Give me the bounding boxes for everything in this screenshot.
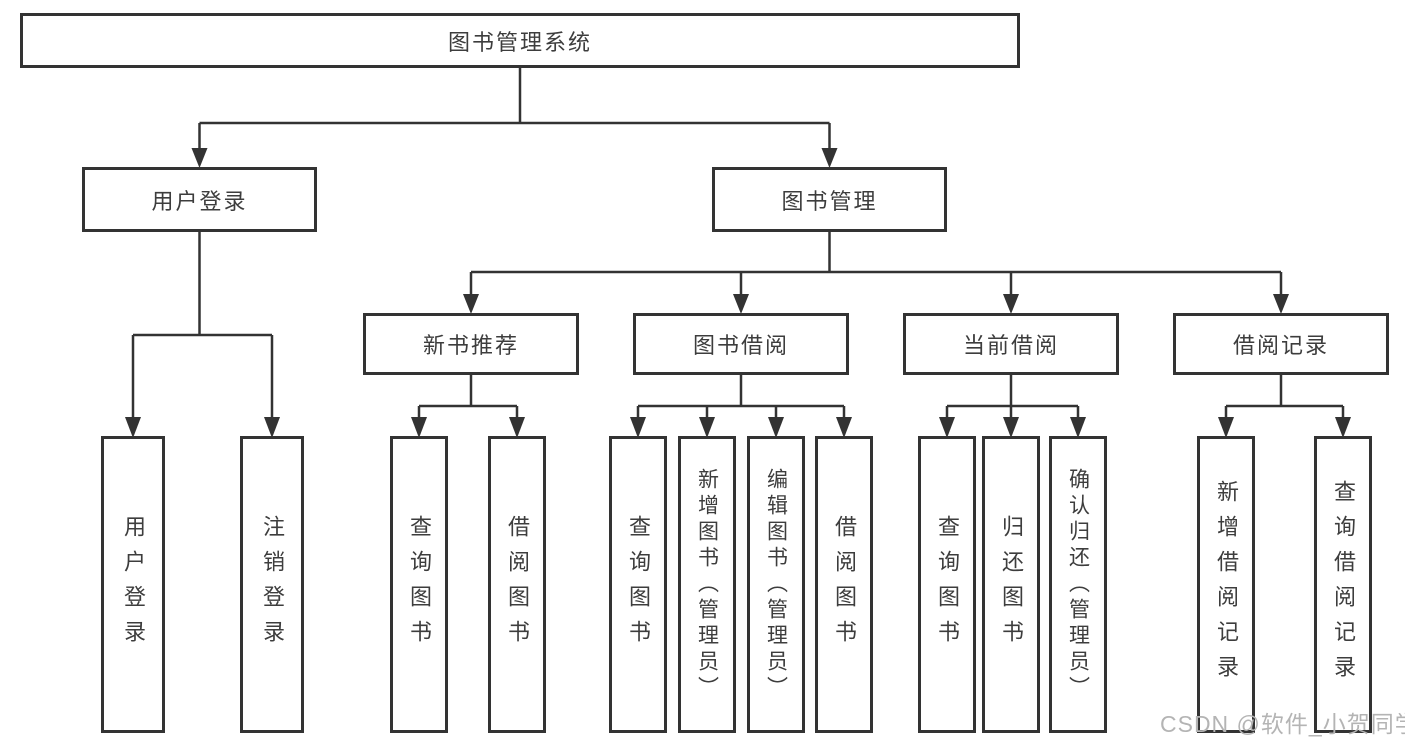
node-confirm-return-admin: 确认归还（管理员） (1049, 436, 1107, 733)
node-user-login: 用户登录 (82, 167, 317, 232)
node-label: 确认归还（管理员） (1066, 467, 1090, 702)
node-label: 新增图书（管理员） (695, 467, 719, 702)
node-new-book-recommendation: 新书推荐 (363, 313, 579, 375)
node-label: 图书管理 (781, 188, 878, 214)
csdn-watermark: CSDN @软件_小贺同学 (1160, 711, 1405, 737)
node-library-management-system: 图书管理系统 (20, 13, 1020, 68)
node-query-books-recommend: 查询图书 (390, 436, 448, 733)
node-book-management: 图书管理 (712, 167, 947, 232)
node-label: 用户登录 (151, 188, 248, 214)
node-label: 图书借阅 (692, 333, 789, 358)
node-label: 查询图书 (935, 514, 960, 655)
node-label: 新增借阅记录 (1214, 479, 1239, 690)
node-label: 归还图书 (999, 514, 1024, 655)
node-borrow-books-leaf: 借阅图书 (815, 436, 873, 733)
node-return-books: 归还图书 (982, 436, 1040, 733)
node-current-borrowing: 当前借阅 (903, 313, 1119, 375)
node-label: 借阅图书 (832, 514, 857, 655)
node-query-books-borrowing: 查询图书 (609, 436, 667, 733)
node-label: 查询图书 (407, 514, 432, 655)
node-add-borrow-record: 新增借阅记录 (1197, 436, 1255, 733)
node-borrowing-records: 借阅记录 (1173, 313, 1389, 375)
node-label: 用户登录 (121, 514, 146, 655)
node-label: 当前借阅 (962, 333, 1059, 358)
node-label: 注销登录 (260, 514, 285, 655)
node-query-books-current: 查询图书 (918, 436, 976, 733)
node-edit-books-admin: 编辑图书（管理员） (747, 436, 805, 733)
node-label: 查询借阅记录 (1331, 479, 1356, 690)
node-book-borrowing: 图书借阅 (633, 313, 849, 375)
node-logout-leaf: 注销登录 (240, 436, 304, 733)
node-label: 查询图书 (626, 514, 651, 655)
node-add-books-admin: 新增图书（管理员） (678, 436, 736, 733)
node-label: 图书管理系统 (447, 29, 592, 55)
node-label: 编辑图书（管理员） (764, 467, 788, 702)
node-label: 借阅记录 (1232, 333, 1329, 358)
node-label: 借阅图书 (505, 514, 530, 655)
node-label: 新书推荐 (422, 333, 519, 358)
node-borrow-books-recommend: 借阅图书 (488, 436, 546, 733)
node-user-login-leaf: 用户登录 (101, 436, 165, 733)
node-query-borrow-record: 查询借阅记录 (1314, 436, 1372, 733)
